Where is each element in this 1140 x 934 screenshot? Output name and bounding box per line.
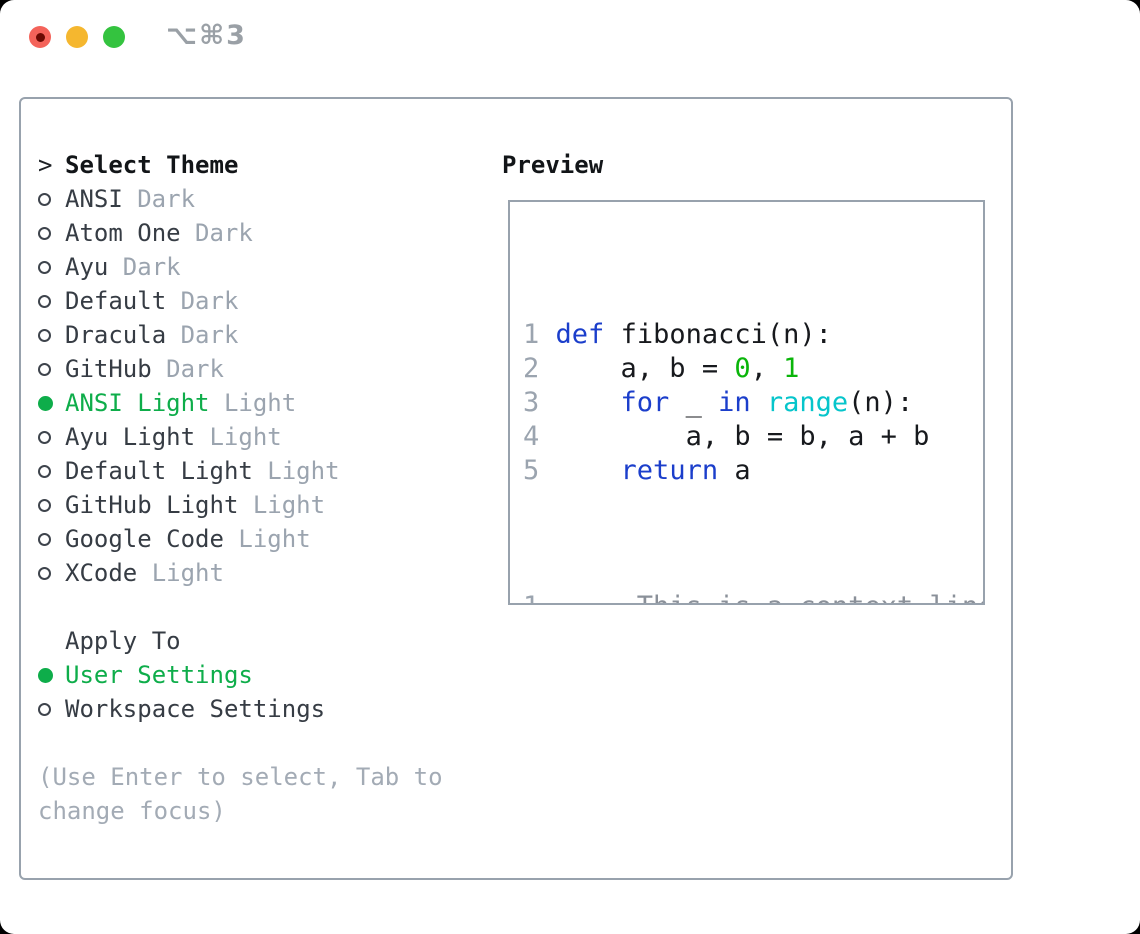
theme-option[interactable]: ANSI Light Light (38, 386, 488, 420)
keyboard-shortcut-label: ⌥⌘3 (166, 20, 247, 51)
item-label: ANSI Light (65, 389, 210, 417)
theme-option[interactable]: XCode Light (38, 556, 488, 590)
item-label: GitHub (65, 355, 152, 383)
item-variant-label: Dark (137, 185, 196, 213)
prompt-icon: > (38, 151, 53, 179)
item-label: Ayu (65, 253, 109, 281)
item-label: Default Light (65, 457, 253, 485)
radio-selected-icon (38, 667, 53, 683)
item-variant-label: Light (223, 389, 297, 417)
item-label: Workspace Settings (65, 695, 326, 723)
apply-to-title-row: Apply To (38, 624, 488, 658)
item-label: Default (65, 287, 167, 315)
item-variant-label: Dark (195, 219, 253, 247)
theme-option[interactable]: Default Dark (38, 284, 488, 318)
theme-option[interactable]: GitHub Dark (38, 352, 488, 386)
radio-icon (38, 498, 51, 512)
item-label: Ayu Light (65, 423, 196, 451)
preview-title: Preview (502, 151, 604, 179)
item-variant-label: Dark (180, 287, 239, 315)
theme-option[interactable]: Ayu Light Light (38, 420, 488, 454)
item-variant-label: Light (151, 559, 224, 587)
theme-list: ANSI Dark Atom One Dark Ayu Dark Default… (38, 182, 488, 590)
apply-to-option[interactable]: Workspace Settings (38, 692, 488, 726)
window-controls (29, 26, 125, 48)
usage-hint: (Use Enter to select, Tab to change focu… (38, 763, 443, 825)
theme-option[interactable]: Atom One Dark (38, 216, 488, 250)
apply-to-title: Apply To (65, 627, 181, 655)
radio-icon (38, 702, 51, 716)
apply-to-option[interactable]: User Settings (38, 658, 488, 692)
item-variant-label: Light (238, 525, 311, 553)
code-line: 2 a, b = 0, 1 (523, 353, 800, 384)
content-frame (19, 97, 1013, 880)
theme-selector-title-row: > Select Theme (38, 148, 488, 182)
item-label: User Settings (65, 661, 253, 689)
apply-to-list: User Settings Workspace Settings (38, 658, 488, 726)
radio-icon (38, 532, 51, 546)
zoom-button[interactable] (103, 26, 125, 48)
theme-option[interactable]: Google Code Light (38, 522, 488, 556)
item-variant-label: Light (252, 491, 326, 519)
theme-selector-title: Select Theme (65, 151, 239, 179)
item-variant-label: Dark (180, 321, 239, 349)
item-variant-label: Light (267, 457, 340, 485)
spacer (38, 590, 488, 624)
code-line: 4 a, b = b, a + b (523, 421, 930, 452)
radio-icon (38, 192, 51, 206)
theme-option[interactable]: Dracula Dark (38, 318, 488, 352)
item-label: Google Code (65, 525, 224, 553)
theme-selector-panel: > Select Theme ANSI Dark Atom One Dark A… (38, 148, 488, 828)
theme-option[interactable]: Default Light Light (38, 454, 488, 488)
radio-icon (38, 362, 51, 376)
theme-option[interactable]: Ayu Dark (38, 250, 488, 284)
minimize-button[interactable] (66, 26, 88, 48)
radio-icon (38, 430, 51, 444)
code-line: 3 for _ in range(n): (523, 387, 914, 418)
radio-icon (38, 226, 51, 240)
item-label: GitHub Light (65, 491, 239, 519)
code-line: 5 return a (523, 455, 751, 486)
radio-icon (38, 260, 51, 274)
item-variant-label: Dark (122, 253, 181, 281)
theme-option[interactable]: ANSI Dark (38, 182, 488, 216)
code-line: 1 def fibonacci(n): (523, 319, 832, 350)
item-variant-label: Dark (166, 355, 224, 383)
item-label: ANSI (65, 185, 123, 213)
item-variant-label: Light (209, 423, 282, 451)
diff-preview: 1 This is a context line.2 - This line w… (523, 590, 983, 603)
radio-icon (38, 566, 51, 580)
item-label: XCode (65, 559, 138, 587)
close-button[interactable] (29, 26, 51, 48)
theme-option[interactable]: GitHub Light Light (38, 488, 488, 522)
radio-icon (38, 328, 51, 342)
item-label: Dracula (65, 321, 167, 349)
radio-icon (38, 294, 51, 308)
diff-line: 1 This is a context line. (523, 590, 983, 603)
item-label: Atom One (65, 219, 181, 247)
radio-selected-icon (38, 395, 53, 411)
unsaved-dot-icon (35, 32, 45, 42)
radio-icon (38, 464, 51, 478)
